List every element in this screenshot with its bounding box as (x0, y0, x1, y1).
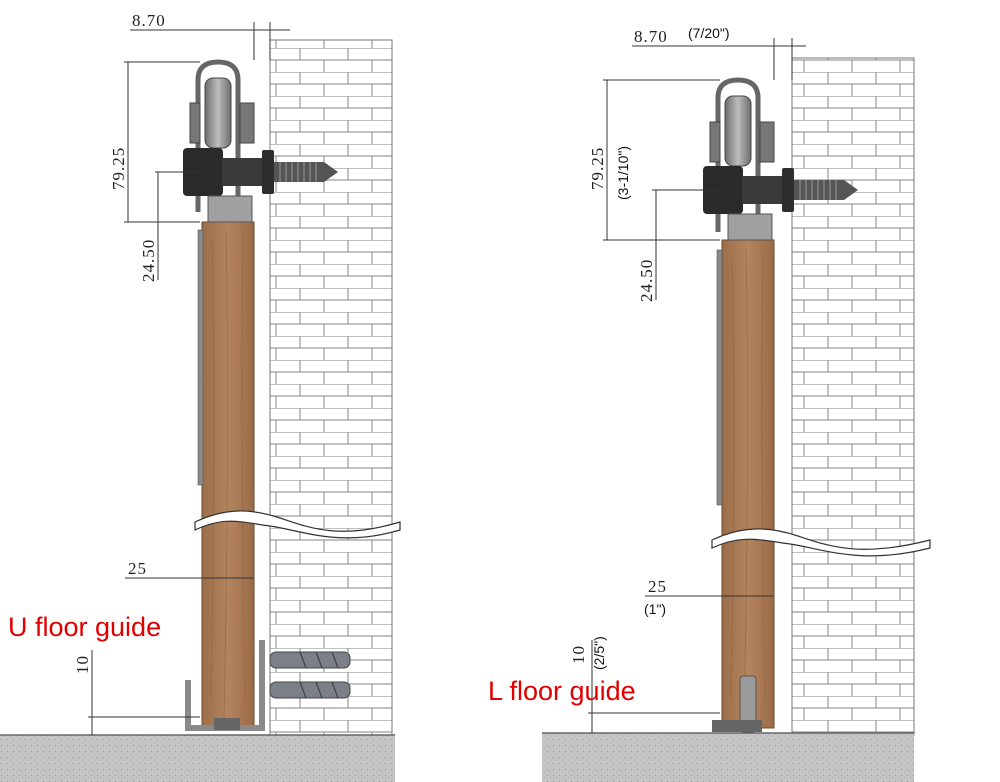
left-break-line (194, 510, 401, 539)
left-dim-thickness: 25 (128, 559, 147, 578)
left-wall-anchor-upper (269, 651, 351, 669)
right-dim-clearance: 10 (569, 645, 588, 664)
left-dim-height: 79.25 (109, 147, 128, 190)
right-brick-wall (791, 57, 915, 736)
left-assembly: 8.70 79.25 24.50 25 10 U floor guide (0, 11, 401, 782)
right-dim-clearance-in: (2/5") (591, 636, 607, 670)
left-wall-bracket (183, 148, 223, 196)
right-guide-label: L floor guide (488, 676, 636, 706)
left-floor (0, 735, 395, 782)
right-dim-drop: 24.50 (637, 259, 656, 302)
left-dim-drop: 24.50 (139, 239, 158, 282)
left-roller-hanger (195, 59, 241, 212)
left-guide-label: U floor guide (8, 612, 161, 642)
right-dim-height-in: (3-1/10") (615, 146, 631, 200)
left-dimension-lines (88, 22, 290, 735)
right-roller-hanger (715, 77, 761, 232)
right-dim-thickness: 25 (648, 577, 667, 596)
right-wall-bracket (703, 166, 743, 214)
left-dim-clearance: 10 (73, 655, 92, 674)
right-dim-offset-in: (7/20") (688, 25, 730, 41)
left-brick-wall (269, 39, 393, 736)
right-floor (542, 733, 914, 782)
right-l-floor-guide (712, 675, 762, 733)
right-door (721, 239, 775, 729)
right-dimension-lines (588, 38, 806, 733)
left-door (201, 221, 255, 731)
right-dim-offset: 8.70 (634, 27, 668, 46)
right-dim-thickness-in: (1") (644, 601, 666, 617)
right-break-line (711, 528, 931, 557)
right-dim-height: 79.25 (588, 147, 607, 190)
left-dim-offset: 8.70 (132, 11, 166, 30)
right-assembly: 8.70 (7/20") 79.25 (3-1/10") 24.50 25 (1… (488, 25, 931, 782)
left-wall-anchor-lower (269, 681, 351, 699)
